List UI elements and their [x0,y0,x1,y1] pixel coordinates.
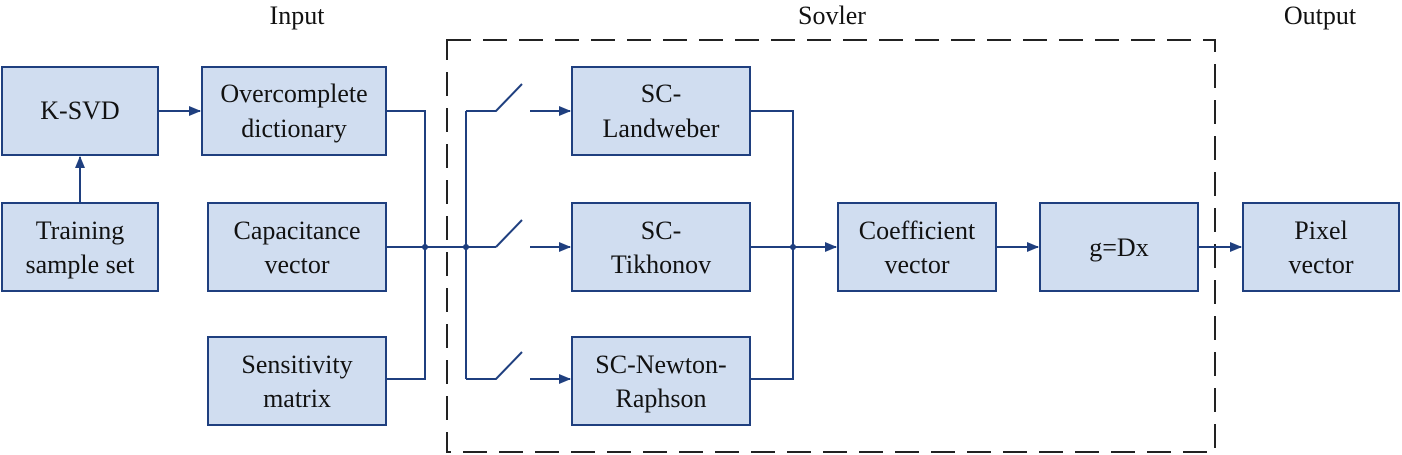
pixel-label-1: Pixel [1294,216,1347,245]
landweber-label-1: SC- [641,79,681,108]
gdx-box: g=Dx [1039,202,1199,292]
coefficient-label-1: Coefficient [859,216,976,245]
junction-solver [790,244,796,250]
tikhonov-label-2: Tikhonov [611,250,711,279]
ksvd-label-1: K-SVD [40,96,119,125]
sensitivity-label-2: matrix [263,384,331,413]
section-output-label: Output [1284,1,1357,30]
coefficient-box: Coefficient vector [837,202,997,292]
switch-tikhonov [495,219,571,252]
sensitivity-label-1: Sensitivity [241,350,352,379]
pixel-label-2: vector [1289,250,1354,279]
section-solver-label: Sovler [798,1,866,30]
newton-label-1: SC-Newton- [595,350,726,379]
gdx-label: g=Dx [1089,233,1148,262]
capacitance-box: Capacitance vector [207,202,387,292]
ksvd-box: K-SVD [1,66,159,156]
training-label-1: Training [36,216,125,245]
training-label-2: sample set [25,250,135,279]
switch-newton [466,351,571,384]
dictionary-label-1: Overcomplete [220,79,367,108]
tikhonov-label-1: SC- [641,216,681,245]
solver-output-bus [750,110,794,380]
capacitance-label-2: vector [265,250,330,279]
sensitivity-box: Sensitivity matrix [207,336,387,426]
dictionary-box: Overcomplete dictionary [201,66,387,156]
newton-box: SC-Newton- Raphson [571,336,751,426]
dictionary-label-2: dictionary [241,114,346,143]
landweber-box: SC- Landweber [571,66,751,156]
newton-label-2: Raphson [616,384,707,413]
section-input-label: Input [270,1,326,30]
pixel-box: Pixel vector [1242,202,1400,292]
junction-input [422,244,428,250]
tikhonov-box: SC- Tikhonov [571,202,751,292]
coefficient-label-2: vector [885,250,950,279]
capacitance-label-1: Capacitance [233,216,360,245]
input-bus [386,110,426,380]
switch-landweber [466,83,571,116]
landweber-label-2: Landweber [603,114,720,143]
training-box: Training sample set [1,202,159,292]
